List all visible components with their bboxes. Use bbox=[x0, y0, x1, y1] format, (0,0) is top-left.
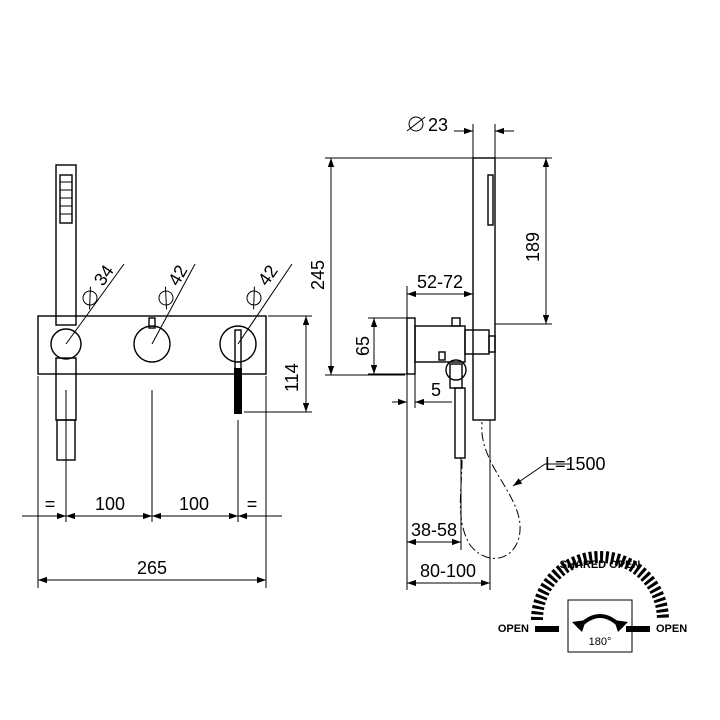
dim-equal-left: = bbox=[45, 494, 56, 514]
side-wall-plate bbox=[406, 317, 416, 375]
dim-height-245: 245 bbox=[308, 260, 328, 290]
dim-depth-80-100: 80-100 bbox=[420, 561, 476, 581]
diverter-knob bbox=[133, 325, 171, 363]
open-bar-left bbox=[535, 626, 559, 632]
dim-plate-65: 65 bbox=[353, 336, 373, 356]
legend-arc-outer bbox=[531, 551, 669, 621]
front-view: 34 42 42 114 = 100 100 = 265 bbox=[22, 164, 312, 588]
dim-gap-5: 5 bbox=[431, 380, 441, 400]
dim-height-114: 114 bbox=[282, 363, 302, 392]
legend-shared-open: SHARED OPEN bbox=[560, 559, 641, 571]
wall-plate bbox=[37, 315, 267, 375]
dim-equal-right: = bbox=[247, 494, 258, 514]
dim-dia-42-knob: 42 bbox=[164, 262, 191, 289]
dia-symbol-42-lever bbox=[246, 286, 262, 310]
hose-path bbox=[459, 421, 521, 559]
hand-shower-holder-circle bbox=[50, 328, 82, 360]
dia-symbol-34 bbox=[82, 286, 98, 310]
legend-open-right: OPEN bbox=[656, 623, 687, 635]
dim-hose-length: L=1500 bbox=[545, 454, 606, 474]
dim-total-265: 265 bbox=[137, 558, 167, 578]
dim-projection-52-72: 52-72 bbox=[417, 272, 463, 292]
legend-open-left: OPEN bbox=[498, 623, 529, 635]
dim-height-189: 189 bbox=[523, 232, 543, 262]
legend-rotation: 180° bbox=[589, 636, 612, 648]
dia-symbol-23 bbox=[406, 116, 426, 132]
open-bar-right bbox=[626, 626, 650, 632]
side-view: 23 245 189 52-72 65 5 L=1500 3 bbox=[308, 115, 606, 590]
dim-spacing-left: 100 bbox=[95, 494, 125, 514]
dim-depth-38-58: 38-58 bbox=[411, 520, 457, 540]
dia-symbol-42-knob bbox=[158, 286, 174, 310]
dim-spacing-right: 100 bbox=[179, 494, 209, 514]
lever-legend: SHARED OPEN OPEN OPEN 180° bbox=[498, 551, 687, 653]
mixer-lever-front bbox=[219, 325, 257, 414]
dim-dia-34: 34 bbox=[90, 261, 118, 289]
dim-dia-23: 23 bbox=[428, 115, 448, 135]
side-hand-shower bbox=[472, 157, 496, 421]
